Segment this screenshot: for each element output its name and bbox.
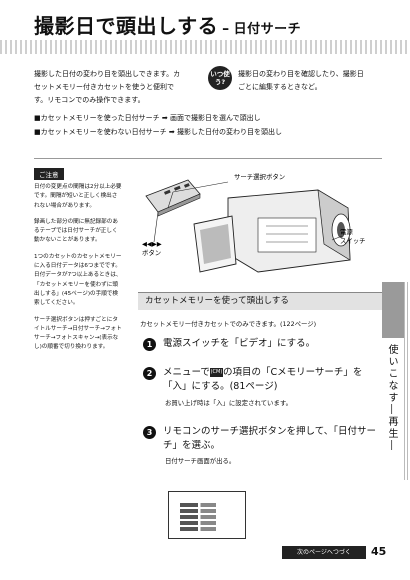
date-row bbox=[180, 527, 240, 531]
power-switch-label: 電源 bbox=[340, 227, 353, 236]
lcd-panel-icon bbox=[193, 215, 237, 273]
feature-list: ■カセットメモリーを使った日付サーチ ➡ 画面で撮影日を選んで頭出し ■カセット… bbox=[34, 111, 282, 139]
date-row bbox=[180, 509, 240, 513]
arrow-right-icon: ➡ bbox=[168, 128, 175, 136]
skip-keys-label: ◀◀▶▶ bbox=[142, 240, 162, 248]
power-switch-label: スイッチ bbox=[340, 237, 366, 245]
caution-note: 日付の変更点の間隔は2分以上必要です。間隔が短いと正しく検出されない場合がありま… bbox=[34, 184, 122, 209]
search-select-button-label: サーチ選択ボタン bbox=[234, 172, 285, 181]
section-heading: カセットメモリーを使って頭出しする bbox=[138, 292, 382, 310]
date-row bbox=[180, 521, 240, 525]
step-text: メニューで(CM)の項目の「Cメモリーサーチ」を「入」にする。(81ページ) bbox=[163, 366, 378, 394]
next-page-indicator: 次のページへつづく bbox=[282, 546, 366, 559]
camcorder-illustration: サーチ選択ボタン 電源 スイッチ ◀◀▶▶ ボタン bbox=[142, 172, 366, 273]
caution-note: 録画した部分の間に無記録部のあるテープでは日付サーチが正しく動かないことがありま… bbox=[34, 218, 118, 244]
page-number: 45 bbox=[371, 545, 387, 558]
caution-note: 1つのカセットのカセットメモリーに入る日付データは6つまでです。日付データが7つ… bbox=[34, 253, 122, 307]
feature-label: ■カセットメモリーを使った日付サーチ bbox=[34, 114, 160, 122]
skip-button-label: ボタン bbox=[142, 248, 161, 257]
when-to-use-badge: いつ使う? bbox=[208, 66, 232, 90]
caution-badge: ご注意 bbox=[34, 168, 64, 180]
title-main: 撮影日で頭出しする bbox=[34, 14, 219, 38]
cassette-memory-icon: (CM) bbox=[209, 368, 223, 377]
feature-label: ■カセットメモリーを使わない日付サーチ bbox=[34, 128, 167, 136]
side-stripe bbox=[404, 282, 410, 480]
caution-notes: 日付の変更点の間隔は2分以上必要です。間隔が短いと正しく検出されない場合がありま… bbox=[34, 183, 122, 360]
camcorder-icon bbox=[227, 189, 351, 273]
title-subtitle: 日付サーチ bbox=[233, 22, 302, 37]
step-number: 1 bbox=[143, 338, 156, 351]
section-divider bbox=[34, 158, 382, 159]
date-row bbox=[180, 503, 240, 507]
step-note: 日付サーチ画面が出る。 bbox=[165, 457, 236, 465]
page-title: 撮影日で頭出しする–日付サーチ bbox=[34, 10, 301, 39]
date-row bbox=[180, 515, 240, 519]
title-dash: – bbox=[222, 21, 230, 37]
feature-result: 画面で撮影日を選んで頭出し bbox=[169, 114, 261, 122]
step-text-part: の項目の「Cメモリーサーチ」を「入」にする。(81ページ) bbox=[163, 367, 363, 392]
section-subtext: カセットメモリー付きカセットでのみできます。(122ページ) bbox=[140, 320, 317, 328]
step-number: 2 bbox=[143, 367, 156, 380]
step-text: リモコンのサーチ選択ボタンを押して、「日付サーチ」を選ぶ。 bbox=[163, 426, 376, 451]
step-text: 電源スイッチを「ビデオ」にする。 bbox=[163, 338, 316, 349]
caution-note: サーチ選択ボタンは押すごとにタイトルサーチ→日付サーチ→フォトサーチ→フォトスキ… bbox=[34, 316, 122, 351]
arrow-right-icon: ➡ bbox=[161, 114, 168, 122]
title-stripe bbox=[0, 40, 410, 54]
feature-item: ■カセットメモリーを使った日付サーチ ➡ 画面で撮影日を選んで頭出し bbox=[34, 111, 282, 125]
when-to-use-text: 撮影日の変わり目を確認したり、撮影日ごとに編集するときなど。 bbox=[238, 70, 364, 91]
step-note: お買い上げ時は「入」に設定されています。 bbox=[165, 399, 292, 407]
step-text-part: メニューで bbox=[163, 367, 210, 378]
chapter-tab-label: 使いこなす―再生― bbox=[386, 344, 397, 452]
intro-text: 撮影した日付の変わり目を頭出しできます。カセットメモリー付きカセットを使うと便利… bbox=[34, 70, 181, 104]
step-number: 3 bbox=[143, 426, 156, 439]
date-search-screen-rows bbox=[180, 503, 240, 533]
date-search-screen bbox=[168, 491, 246, 539]
chapter-tab: 使いこなす―再生― bbox=[382, 282, 404, 480]
remote-control-icon bbox=[145, 179, 201, 217]
feature-result: 撮影した日付の変わり目を頭出し bbox=[176, 128, 282, 136]
feature-item: ■カセットメモリーを使わない日付サーチ ➡ 撮影した日付の変わり目を頭出し bbox=[34, 125, 282, 139]
chapter-tab-marker bbox=[382, 282, 404, 338]
